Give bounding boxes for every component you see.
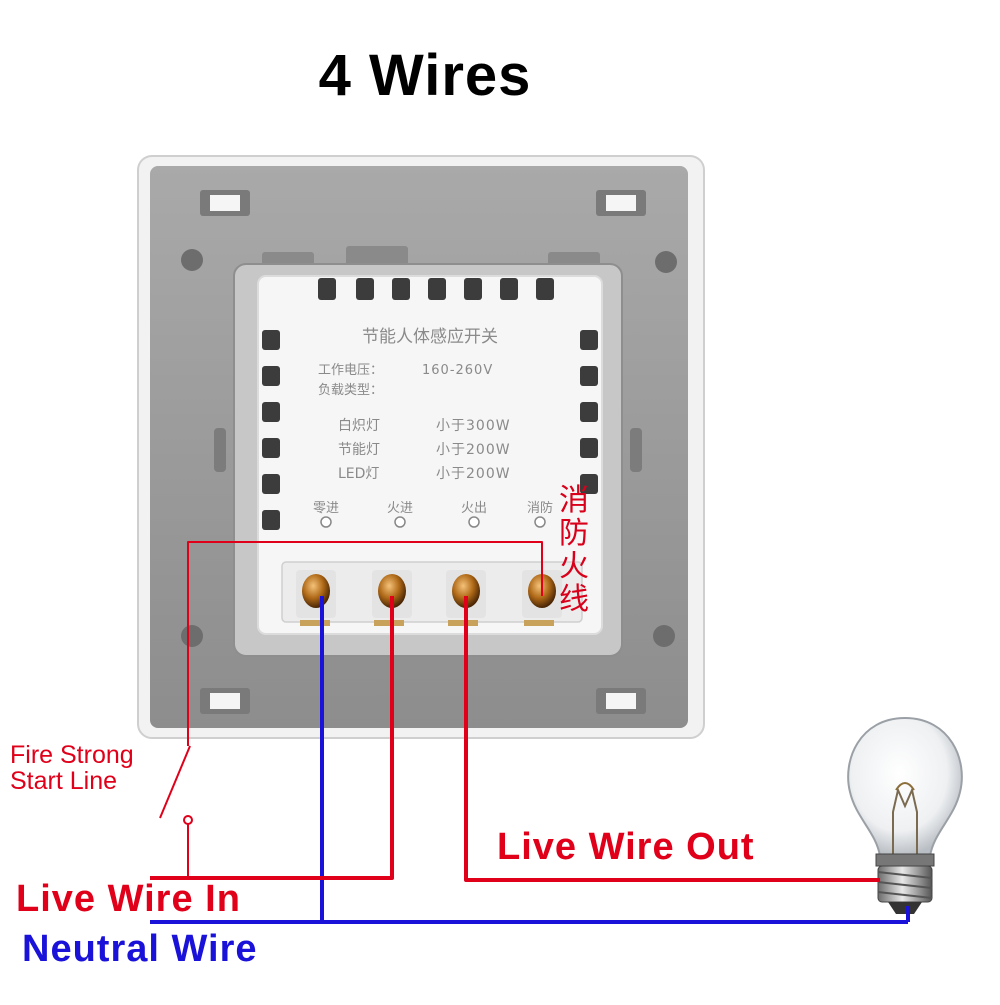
fire-line-vertical-label: 消防火线 [559, 483, 589, 617]
module-heading: 节能人体感应开关 [362, 327, 498, 347]
fire-strong-start-line-label-1: Fire Strong [10, 741, 134, 769]
live-wire-out [464, 596, 880, 882]
sensor-module: 节能人体感应开关 工作电压： 160-260V 负载类型： 白炽灯 小于300W… [257, 275, 603, 635]
load-type-2: 节能灯 [338, 442, 380, 458]
screw-live-in [378, 574, 406, 608]
light-bulb [847, 716, 963, 914]
load-limit-2: 小于200W [436, 442, 511, 458]
top-vents [318, 278, 554, 300]
load-type-1: 白炽灯 [338, 418, 380, 434]
fire-switch-terminal [183, 815, 193, 825]
terminal-label-live-in: 火进 [387, 501, 413, 516]
diagram-title: 4 Wires [318, 43, 532, 108]
fire-switch-contact [159, 745, 191, 819]
live-wire-out-label: Live Wire Out [497, 826, 755, 868]
neutral-wire-label: Neutral Wire [22, 928, 258, 970]
right-vents [580, 330, 598, 494]
fire-strong-start-line-label-2: Start Line [10, 767, 118, 795]
load-type-3: LED灯 [338, 466, 379, 482]
voltage-label: 工作电压： [318, 363, 383, 378]
terminal-label-fire: 消防 [527, 500, 553, 516]
fire-strong-start-line-label: Fire Strong Start Line [10, 742, 134, 794]
load-limit-1: 小于300W [436, 418, 511, 434]
fire-line-upper [187, 541, 543, 746]
terminal-label-neutral-in: 零进 [313, 501, 339, 516]
live-wire-in [150, 596, 394, 880]
terminal-label-live-out: 火出 [461, 501, 487, 516]
screw-neutral-in [302, 574, 330, 608]
wiring [150, 541, 910, 924]
left-vents [262, 330, 280, 530]
live-wire-in-label: Live Wire In [16, 878, 241, 920]
load-limit-3: 小于200W [436, 466, 511, 482]
load-label: 负载类型： [318, 383, 383, 398]
voltage-value: 160-260V [422, 363, 493, 378]
screw-live-out [452, 574, 480, 608]
